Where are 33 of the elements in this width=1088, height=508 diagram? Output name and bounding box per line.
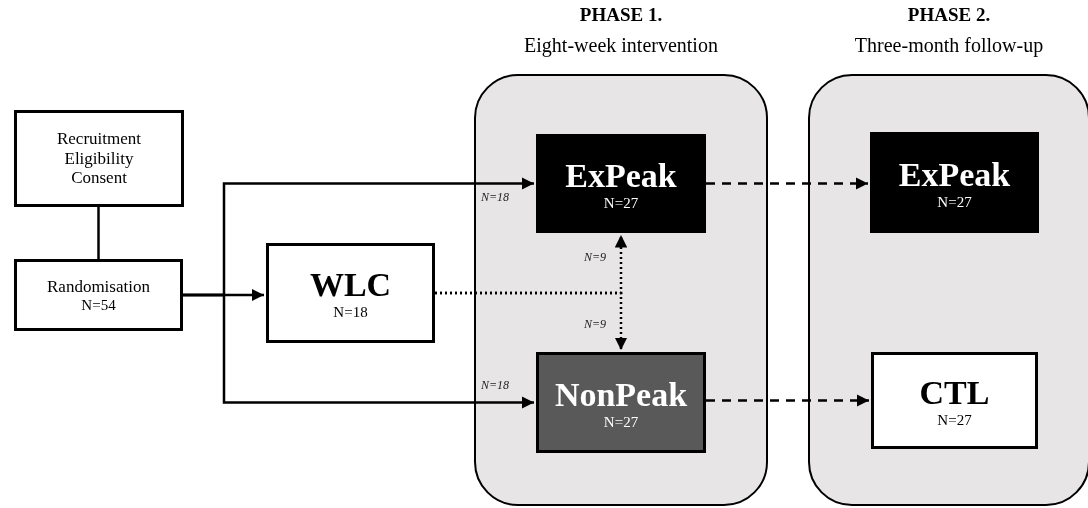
box-title: CTL bbox=[919, 372, 990, 412]
box-title: WLC bbox=[309, 265, 392, 305]
arrow bbox=[706, 177, 868, 190]
edge-label: N=18 bbox=[481, 378, 510, 393]
group-box bbox=[870, 132, 1039, 233]
sample-size: N=27 bbox=[603, 413, 639, 431]
edge-label: N=9 bbox=[584, 317, 607, 332]
edge-label: N=9 bbox=[584, 250, 607, 265]
connector-line bbox=[97, 207, 100, 259]
box-title: ExPeak bbox=[898, 154, 1011, 194]
sample-size: N=27 bbox=[937, 411, 972, 429]
group-box bbox=[536, 352, 706, 453]
box-title: Randomisation bbox=[46, 276, 151, 297]
process-box bbox=[14, 110, 184, 207]
arrow bbox=[183, 293, 534, 409]
process-box bbox=[14, 259, 183, 331]
sample-size: N=54 bbox=[81, 296, 116, 313]
box-title: NonPeak bbox=[554, 374, 688, 414]
phase-subtitle: Three-month follow-up bbox=[853, 34, 1045, 57]
box-title: ExPeak bbox=[565, 155, 677, 195]
group-box bbox=[266, 243, 435, 343]
group-box bbox=[871, 352, 1038, 449]
sample-size: N=18 bbox=[333, 304, 368, 321]
arrow bbox=[435, 291, 628, 350]
sample-size: N=27 bbox=[603, 194, 639, 212]
edge-label: N=18 bbox=[481, 190, 510, 205]
phase-heading: PHASE 2. bbox=[906, 4, 992, 26]
group-box bbox=[536, 134, 706, 233]
phase-subtitle: Eight-week intervention bbox=[523, 34, 719, 57]
sample-size: N=27 bbox=[937, 193, 972, 211]
arrow bbox=[706, 394, 869, 407]
phase-heading: PHASE 1. bbox=[578, 4, 664, 26]
box-title: Recruitment Eligibility Consent bbox=[56, 129, 142, 188]
